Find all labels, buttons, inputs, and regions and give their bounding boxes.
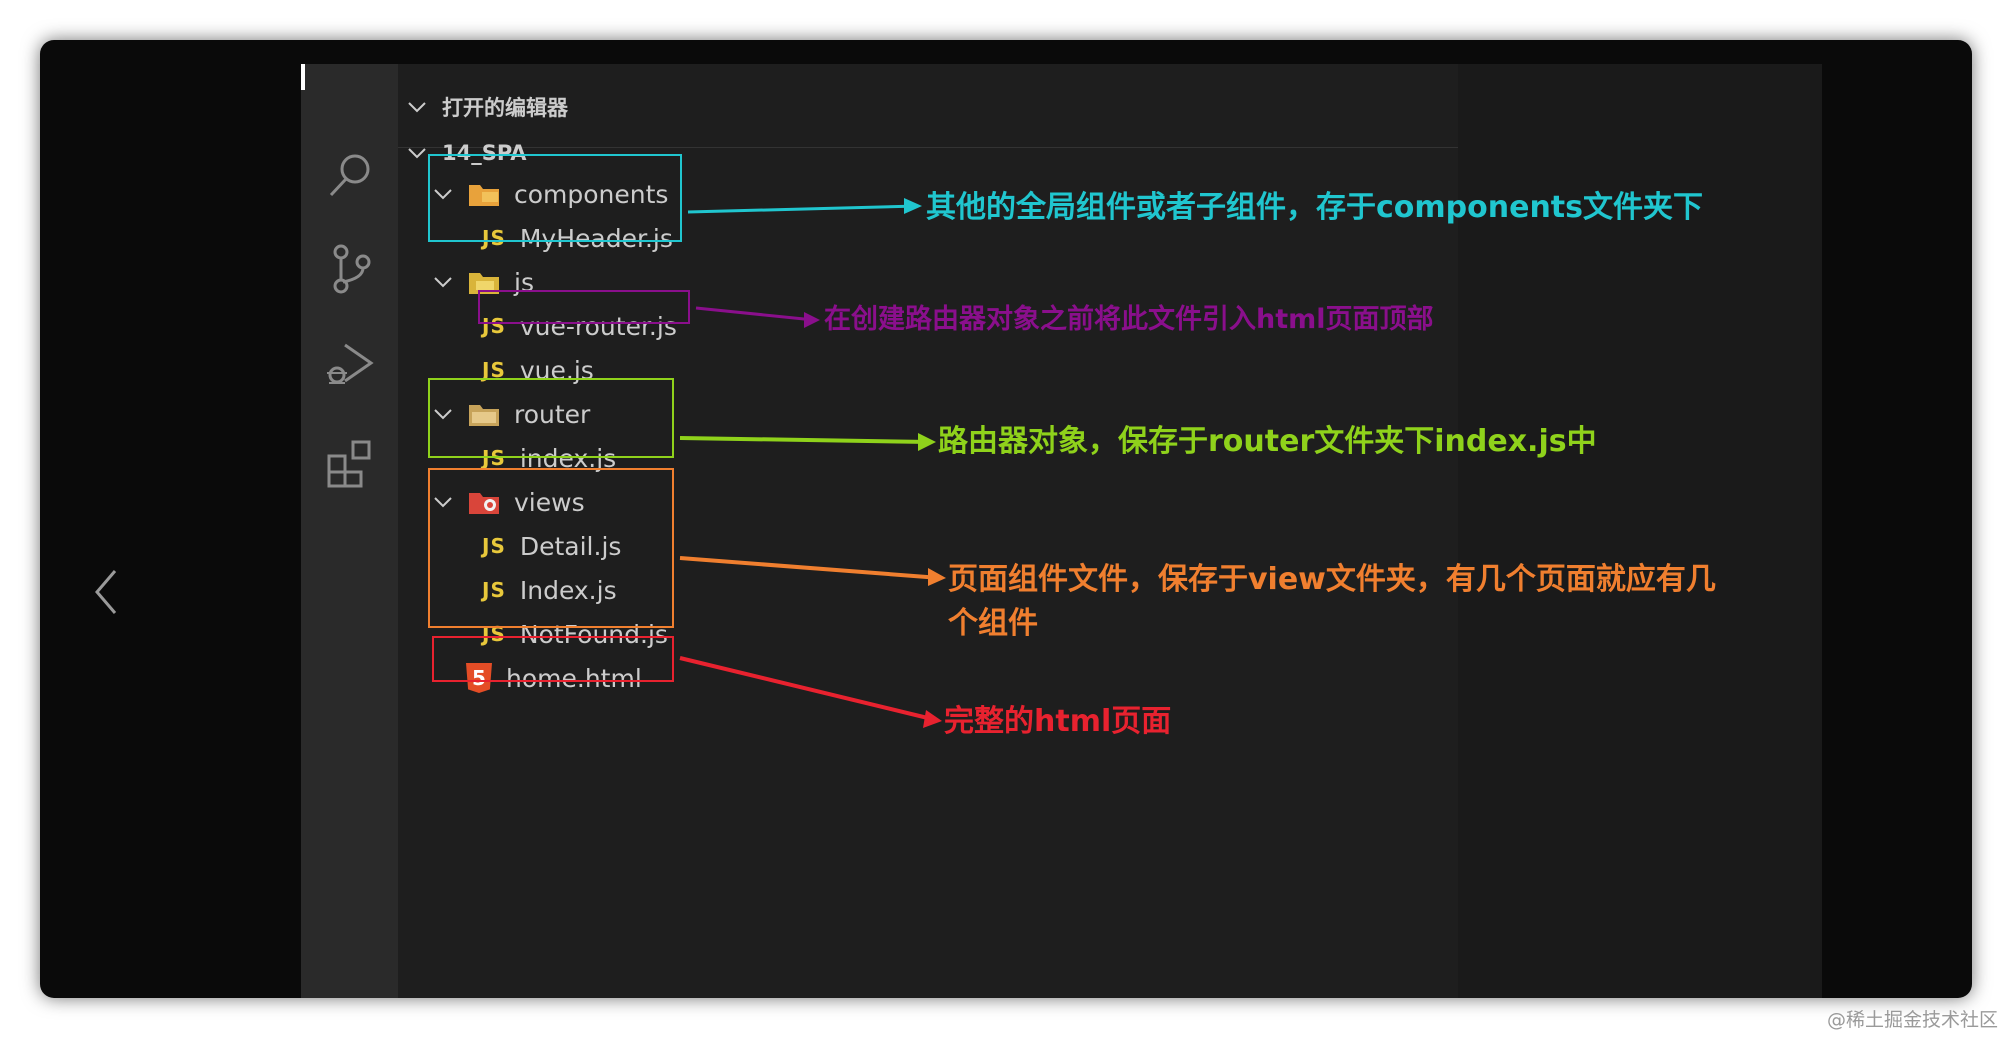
file-router-index[interactable]: JS index.js [482, 438, 616, 478]
screenshot-frame: 打开的编辑器 14_SPA components JS MyHeader.js … [40, 40, 1972, 998]
open-editors-label: 打开的编辑器 [442, 96, 568, 120]
chevron-down-icon [434, 189, 452, 200]
folder-icon [469, 185, 499, 206]
chevron-down-icon [434, 497, 452, 508]
js-file-icon: JS [482, 446, 506, 470]
activity-bar [301, 64, 398, 998]
source-control-icon[interactable] [325, 242, 377, 294]
folder-icon [469, 273, 499, 294]
chevron-down-icon [434, 409, 452, 420]
tree-item-label: components [514, 179, 669, 209]
file-detail[interactable]: JS Detail.js [482, 526, 621, 566]
js-file-icon: JS [482, 622, 506, 646]
tree-item-label: NotFound.js [519, 619, 668, 649]
file-myheader[interactable]: JS MyHeader.js [482, 218, 673, 258]
tree-item-label: js [514, 267, 534, 297]
file-vue-router[interactable]: JS vue-router.js [482, 306, 677, 346]
editor-area [1458, 64, 1822, 998]
js-file-icon: JS [482, 534, 506, 558]
folder-icon [469, 405, 499, 426]
folder-components[interactable]: components [432, 174, 668, 214]
chevron-left-icon[interactable] [76, 552, 136, 632]
file-home[interactable]: 5 home.html [466, 658, 642, 698]
highlight-box-router [428, 378, 674, 458]
tree-item-label: router [514, 399, 591, 429]
project-label: 14_SPA [442, 141, 527, 165]
chevron-down-icon [408, 102, 426, 113]
active-indicator [301, 64, 305, 90]
highlight-box-views [428, 468, 674, 628]
annotation-views-line2: 个组件 [948, 606, 1038, 641]
file-index-view[interactable]: JS Index.js [482, 570, 617, 610]
js-file-icon: JS [482, 314, 506, 338]
highlight-box-home [432, 636, 674, 682]
project-header[interactable]: 14_SPA [406, 134, 527, 172]
explorer-panel: 打开的编辑器 14_SPA components JS MyHeader.js … [398, 64, 1822, 998]
js-file-icon: JS [482, 578, 506, 602]
folder-views[interactable]: views [432, 482, 585, 522]
html5-file-icon: 5 [466, 663, 492, 693]
extensions-icon[interactable] [325, 438, 377, 490]
tree-item-label: views [514, 487, 585, 517]
annotation-vue-router: 在创建路由器对象之前将此文件引入html页面顶部 [824, 304, 1434, 335]
open-editors-header[interactable]: 打开的编辑器 [406, 88, 568, 126]
folder-icon [469, 493, 499, 514]
tree-item-label: vue-router.js [519, 311, 677, 341]
divider [398, 147, 1458, 148]
chevron-down-icon [408, 148, 426, 159]
watermark: @稀土掘金技术社区 [1826, 1009, 1998, 1031]
annotation-router: 路由器对象，保存于router文件夹下index.js中 [938, 424, 1597, 459]
tree-item-label: Detail.js [519, 531, 622, 561]
tree-item-label: index.js [519, 443, 617, 473]
tree-item-label: MyHeader.js [519, 223, 673, 253]
annotation-views-line1: 页面组件文件，保存于view文件夹，有几个页面就应有几 [948, 562, 1716, 597]
js-file-icon: JS [482, 358, 506, 382]
tree-item-label: Index.js [519, 575, 617, 605]
js-file-icon: JS [482, 226, 506, 250]
run-debug-icon[interactable] [325, 339, 377, 391]
highlight-box-components [428, 154, 682, 242]
annotation-components: 其他的全局组件或者子组件，存于components文件夹下 [926, 190, 1703, 225]
chevron-down-icon [434, 277, 452, 288]
annotation-home: 完整的html页面 [944, 704, 1172, 739]
folder-router[interactable]: router [432, 394, 590, 434]
file-notfound[interactable]: JS NotFound.js [482, 614, 668, 654]
tree-item-label: home.html [506, 663, 642, 693]
highlight-box-vue-router [478, 290, 690, 324]
search-icon[interactable] [325, 149, 377, 201]
folder-js[interactable]: js [432, 262, 534, 302]
